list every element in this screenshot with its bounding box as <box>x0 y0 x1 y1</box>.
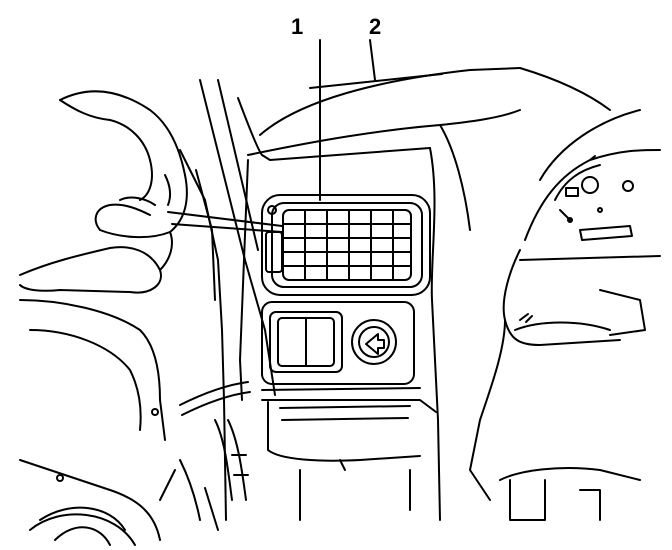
lower-dash-trim <box>267 401 421 521</box>
callout-label-2: 2 <box>369 14 382 39</box>
door-opening <box>19 299 166 546</box>
leader-line-2 <box>309 73 443 89</box>
wiring-harness <box>159 381 251 531</box>
instrument-cluster <box>524 109 661 241</box>
instrument-panel-upper-trim <box>247 39 611 231</box>
air-outlet-vent <box>261 39 431 296</box>
pry-tool <box>167 211 283 233</box>
callout-label-1: 1 <box>291 14 304 39</box>
technician-hand <box>19 90 188 294</box>
a-pillar <box>179 79 276 521</box>
instrument-panel-face <box>239 147 441 521</box>
switch-panel <box>261 301 415 385</box>
steering-column <box>469 249 661 521</box>
leader-line-2-stem <box>369 39 376 81</box>
